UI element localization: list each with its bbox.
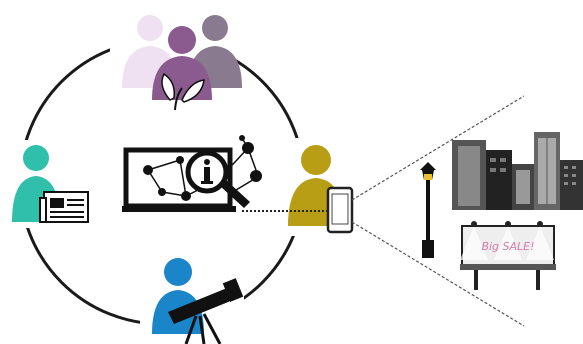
laptop-network-icon (122, 135, 262, 212)
billboard-icon: Big SALE! (460, 221, 556, 290)
telescope-icon (168, 278, 244, 344)
mobile-user-person-icon (278, 138, 358, 236)
observer-person-icon (140, 252, 244, 344)
smartphone-icon (326, 186, 354, 234)
community-group-icon (110, 8, 242, 111)
newspaper-icon (39, 191, 89, 223)
street-lamp-icon (420, 162, 436, 258)
city-skyline-icon (452, 132, 583, 210)
plant-icon (161, 72, 205, 111)
reader-person-icon (8, 140, 96, 228)
view-cone-top-line (351, 95, 525, 201)
view-cone-bottom-line (351, 221, 525, 327)
billboard-text: Big SALE! (481, 240, 534, 253)
info-magnifier-icon (185, 150, 250, 208)
